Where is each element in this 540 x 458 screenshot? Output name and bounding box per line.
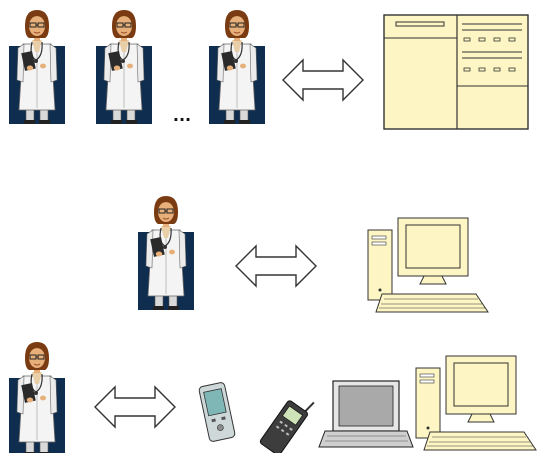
doctor-figure-4 <box>137 195 195 311</box>
ellipsis-label: ... <box>172 106 192 125</box>
pda-icon <box>198 382 236 442</box>
doctor-figure-2 <box>95 9 153 125</box>
form-document-icon <box>383 14 529 130</box>
double-arrow-row2 <box>235 245 317 287</box>
desktop-computer-icon-1 <box>367 217 489 313</box>
desktop-computer-icon-2 <box>415 355 537 451</box>
laptop-icon <box>318 380 414 448</box>
doctor-figure-3 <box>208 9 266 125</box>
doctor-figure-5 <box>8 341 66 457</box>
doctor-figure-1 <box>8 9 66 125</box>
double-arrow-row3 <box>94 386 176 428</box>
mobile-phone-icon <box>259 400 315 456</box>
double-arrow-row1 <box>282 59 364 101</box>
